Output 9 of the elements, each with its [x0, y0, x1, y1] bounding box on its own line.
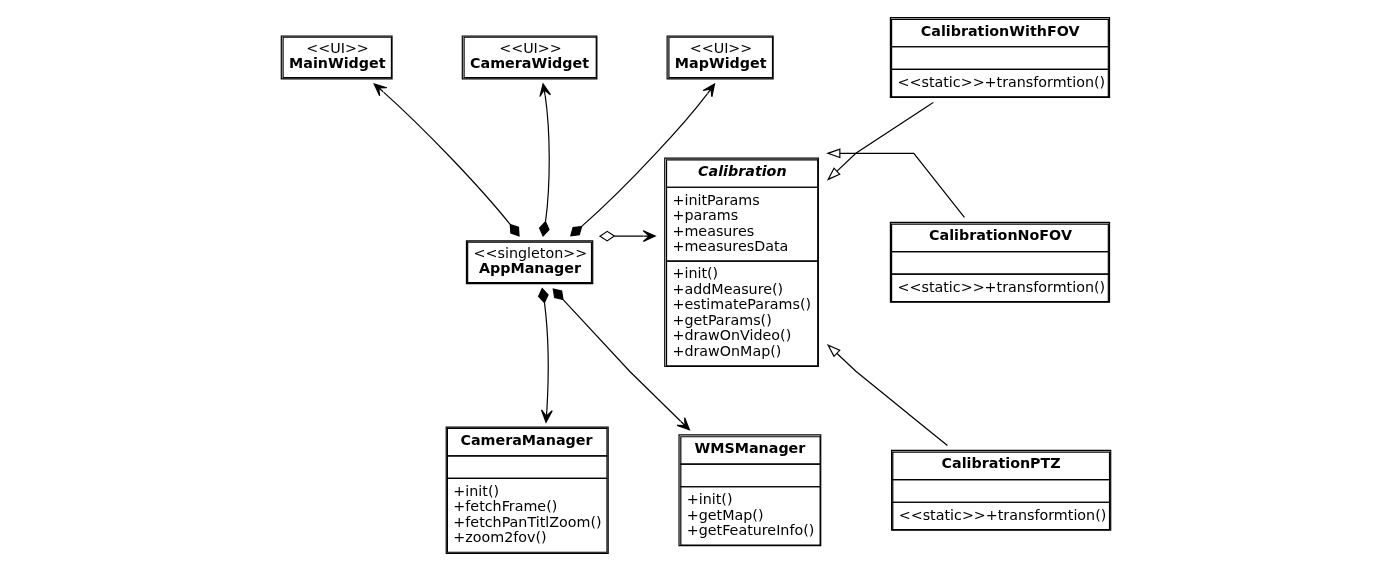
- arrow: [826, 101, 934, 181]
- arrow: [598, 230, 656, 243]
- arrow: [570, 83, 716, 237]
- arrow: [538, 83, 552, 237]
- arrow: [552, 288, 690, 431]
- arrow: [537, 287, 553, 423]
- arrow: [826, 148, 966, 218]
- arrow: [373, 83, 520, 237]
- arrow: [826, 343, 949, 447]
